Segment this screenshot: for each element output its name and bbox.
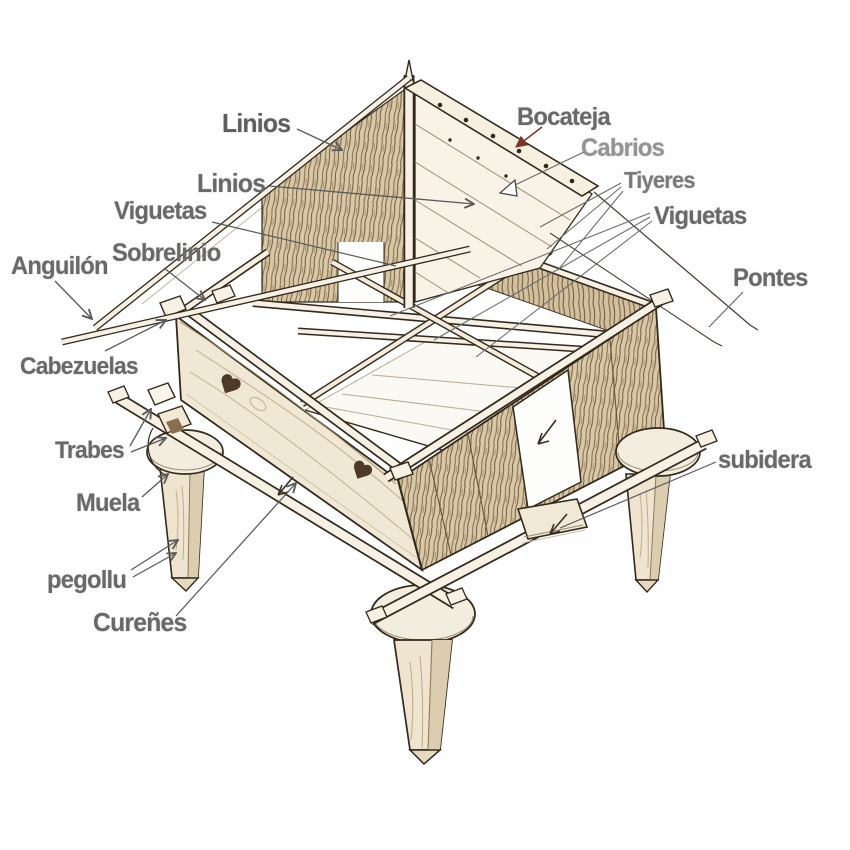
rafter-line: [549, 232, 715, 343]
leader-pegollu: [132, 553, 176, 578]
roof-right-plane: [403, 59, 759, 347]
cabezuela-block: [649, 288, 674, 308]
cabezuela-block: [159, 295, 187, 318]
leader-muela: [141, 474, 168, 498]
leader-viguetas-right: [433, 216, 651, 341]
label-cabezuelas: Cabezuelas: [20, 353, 139, 380]
leader-subidera: [559, 461, 717, 529]
rafter-line: [593, 191, 751, 326]
heart-cutout: [353, 460, 373, 479]
label-subidera: subidera: [718, 446, 812, 474]
label-cabrios: Cabrios: [581, 134, 665, 162]
label-muela: Muela: [76, 489, 140, 517]
leader-bocateja: [515, 126, 543, 148]
leader-curenes: [175, 483, 296, 617]
label-linios-lower: Linios: [197, 168, 266, 198]
wall-front-right: [396, 306, 666, 572]
label-pegollu: pegollu: [47, 566, 127, 594]
leader-trabes: [129, 409, 151, 447]
trabe-end-block: [147, 382, 176, 406]
floor-arrow: [277, 476, 294, 496]
wall-front-left: [174, 314, 424, 573]
door-arrow: [537, 419, 557, 445]
roof-left-hip: [92, 75, 412, 331]
leader-lines: [54, 126, 744, 617]
leader-viguetas-right: [389, 212, 651, 317]
label-pontes: Pontes: [733, 264, 808, 292]
cabrios-open-arrowhead: [498, 178, 518, 197]
bocateja-fascia: [403, 79, 600, 197]
leader-tiyeres: [539, 182, 622, 228]
corner-post: [397, 479, 423, 571]
leader-linios-upper: [296, 128, 342, 150]
leader-viguetas-left: [211, 221, 397, 267]
pillar-right: [615, 427, 701, 594]
label-sobrelinio: Sobrelinio: [112, 239, 221, 267]
cabezuela-block: [389, 461, 414, 481]
sobrelinio-block: [211, 284, 236, 304]
leader-trabes: [130, 438, 166, 453]
door-opening: [512, 368, 582, 511]
eave-beams: [159, 288, 674, 483]
label-viguetas-left: Viguetas: [114, 197, 207, 225]
heart-cutout: [221, 374, 241, 394]
leader-linios-lower: [268, 185, 474, 204]
label-curenes: Cureñes: [93, 607, 187, 637]
label-anguilon: Anguilón: [11, 252, 109, 280]
leader-pontes: [708, 291, 744, 328]
anguilon-pole: [61, 245, 471, 346]
label-tiyeres: Tiyeres: [624, 167, 696, 193]
leader-sobrelinio: [163, 267, 205, 300]
leader-viguetas-right: [475, 220, 653, 358]
label-bocateja: Bocateja: [517, 103, 611, 131]
pillar-left: [146, 427, 224, 592]
leader-cabrios: [514, 151, 585, 186]
leader-anguilon: [54, 280, 92, 319]
fascia-nail-dots: [437, 102, 575, 184]
label-viguetas-right: Viguetas: [654, 202, 747, 230]
leader-tiyeres: [557, 190, 624, 271]
label-trabes: Trabes: [55, 437, 125, 464]
pillar-front: [370, 584, 476, 766]
step-arrow: [549, 513, 568, 535]
leader-cabezuelas: [104, 320, 166, 352]
leader-tiyeres: [546, 186, 622, 250]
label-linios-upper: Linios: [222, 108, 291, 138]
leader-pegollu: [130, 540, 178, 571]
